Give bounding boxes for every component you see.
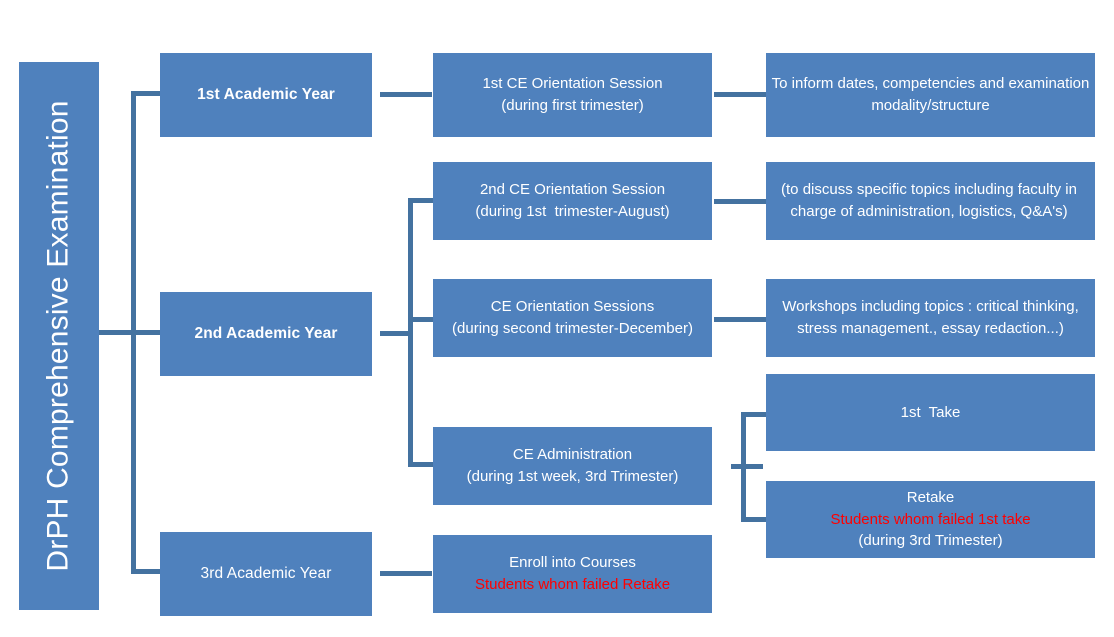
connector-year2-to-activity4: [408, 462, 436, 467]
node-year-1-label: 1st Academic Year: [197, 85, 335, 103]
node-year-2[interactable]: 2nd Academic Year: [160, 292, 372, 376]
page-title: DrPH Comprehensive Examination: [42, 100, 76, 572]
connector-activity4-stub: [731, 464, 763, 469]
node-activity-4[interactable]: CE Administration (during 1st week, 3rd …: [433, 427, 712, 505]
node-year-1[interactable]: 1st Academic Year: [160, 53, 372, 137]
node-activity-5-line-2: Students whom failed Retake: [474, 576, 671, 593]
connector-root-to-year2: [131, 330, 160, 335]
connector-activity2-to-detail2: [714, 199, 766, 204]
node-detail-1[interactable]: To inform dates, competencies and examin…: [766, 53, 1095, 137]
node-take-1[interactable]: 1st Take: [766, 374, 1095, 451]
node-activity-2-line-1: 2nd CE Orientation Session: [479, 181, 666, 199]
node-year-3-label: 3rd Academic Year: [200, 564, 332, 582]
connector-year2-to-activity2: [408, 198, 436, 203]
node-retake-line-3: (during 3rd Trimester): [858, 532, 1003, 550]
connector-activity4-spine: [741, 412, 746, 522]
connector-root-stub: [99, 330, 135, 335]
node-retake-line-1: Retake: [906, 488, 955, 506]
node-activity-2[interactable]: 2nd CE Orientation Session (during 1st t…: [433, 162, 712, 240]
node-activity-5[interactable]: Enroll into Courses Students whom failed…: [433, 535, 712, 613]
node-activity-4-line-2: (during 1st week, 3rd Trimester): [466, 468, 679, 485]
connector-activity4-to-retake: [741, 517, 769, 522]
node-detail-1-text: To inform dates, competencies and examin…: [771, 75, 1090, 114]
node-detail-3[interactable]: Workshops including topics : critical th…: [766, 279, 1095, 357]
connector-year2-stub: [380, 331, 412, 336]
node-activity-1-line-1: 1st CE Orientation Session: [482, 75, 663, 93]
node-activity-5-line-1: Enroll into Courses: [509, 554, 636, 572]
node-take-1-label: 1st Take: [900, 403, 961, 421]
node-activity-4-line-1: CE Administration: [512, 446, 633, 464]
connector-activity1-to-detail1: [714, 92, 766, 97]
node-detail-2[interactable]: (to discuss specific topics including fa…: [766, 162, 1095, 240]
node-year-3[interactable]: 3rd Academic Year: [160, 532, 372, 616]
connector-year1-to-activity1: [380, 92, 432, 97]
node-retake-line-2: Students whom failed 1st take: [830, 510, 1031, 528]
connector-year2-to-activity3: [408, 317, 436, 322]
diagram-title-bar: DrPH Comprehensive Examination: [19, 62, 99, 610]
node-activity-3-line-1: CE Orientation Sessions: [490, 298, 655, 316]
node-activity-3-line-2: (during second trimester-December): [452, 320, 693, 337]
connector-year3-to-activity5: [380, 571, 432, 576]
node-retake[interactable]: Retake Students whom failed 1st take (du…: [766, 481, 1095, 558]
connector-root-to-year1: [131, 91, 160, 96]
node-detail-2-text: (to discuss specific topics including fa…: [781, 181, 1077, 220]
node-year-2-label: 2nd Academic Year: [194, 324, 338, 342]
connector-year2-spine: [408, 198, 413, 467]
connector-activity3-to-detail3: [714, 317, 766, 322]
connector-root-to-year3: [131, 569, 160, 574]
node-detail-3-text: Workshops including topics : critical th…: [782, 298, 1079, 337]
node-activity-3[interactable]: CE Orientation Sessions (during second t…: [433, 279, 712, 357]
node-activity-2-line-2: (during 1st trimester-August): [475, 203, 670, 220]
node-activity-1[interactable]: 1st CE Orientation Session (during first…: [433, 53, 712, 137]
connector-activity4-to-take1: [741, 412, 769, 417]
node-activity-1-line-2: (during first trimester): [501, 97, 644, 114]
